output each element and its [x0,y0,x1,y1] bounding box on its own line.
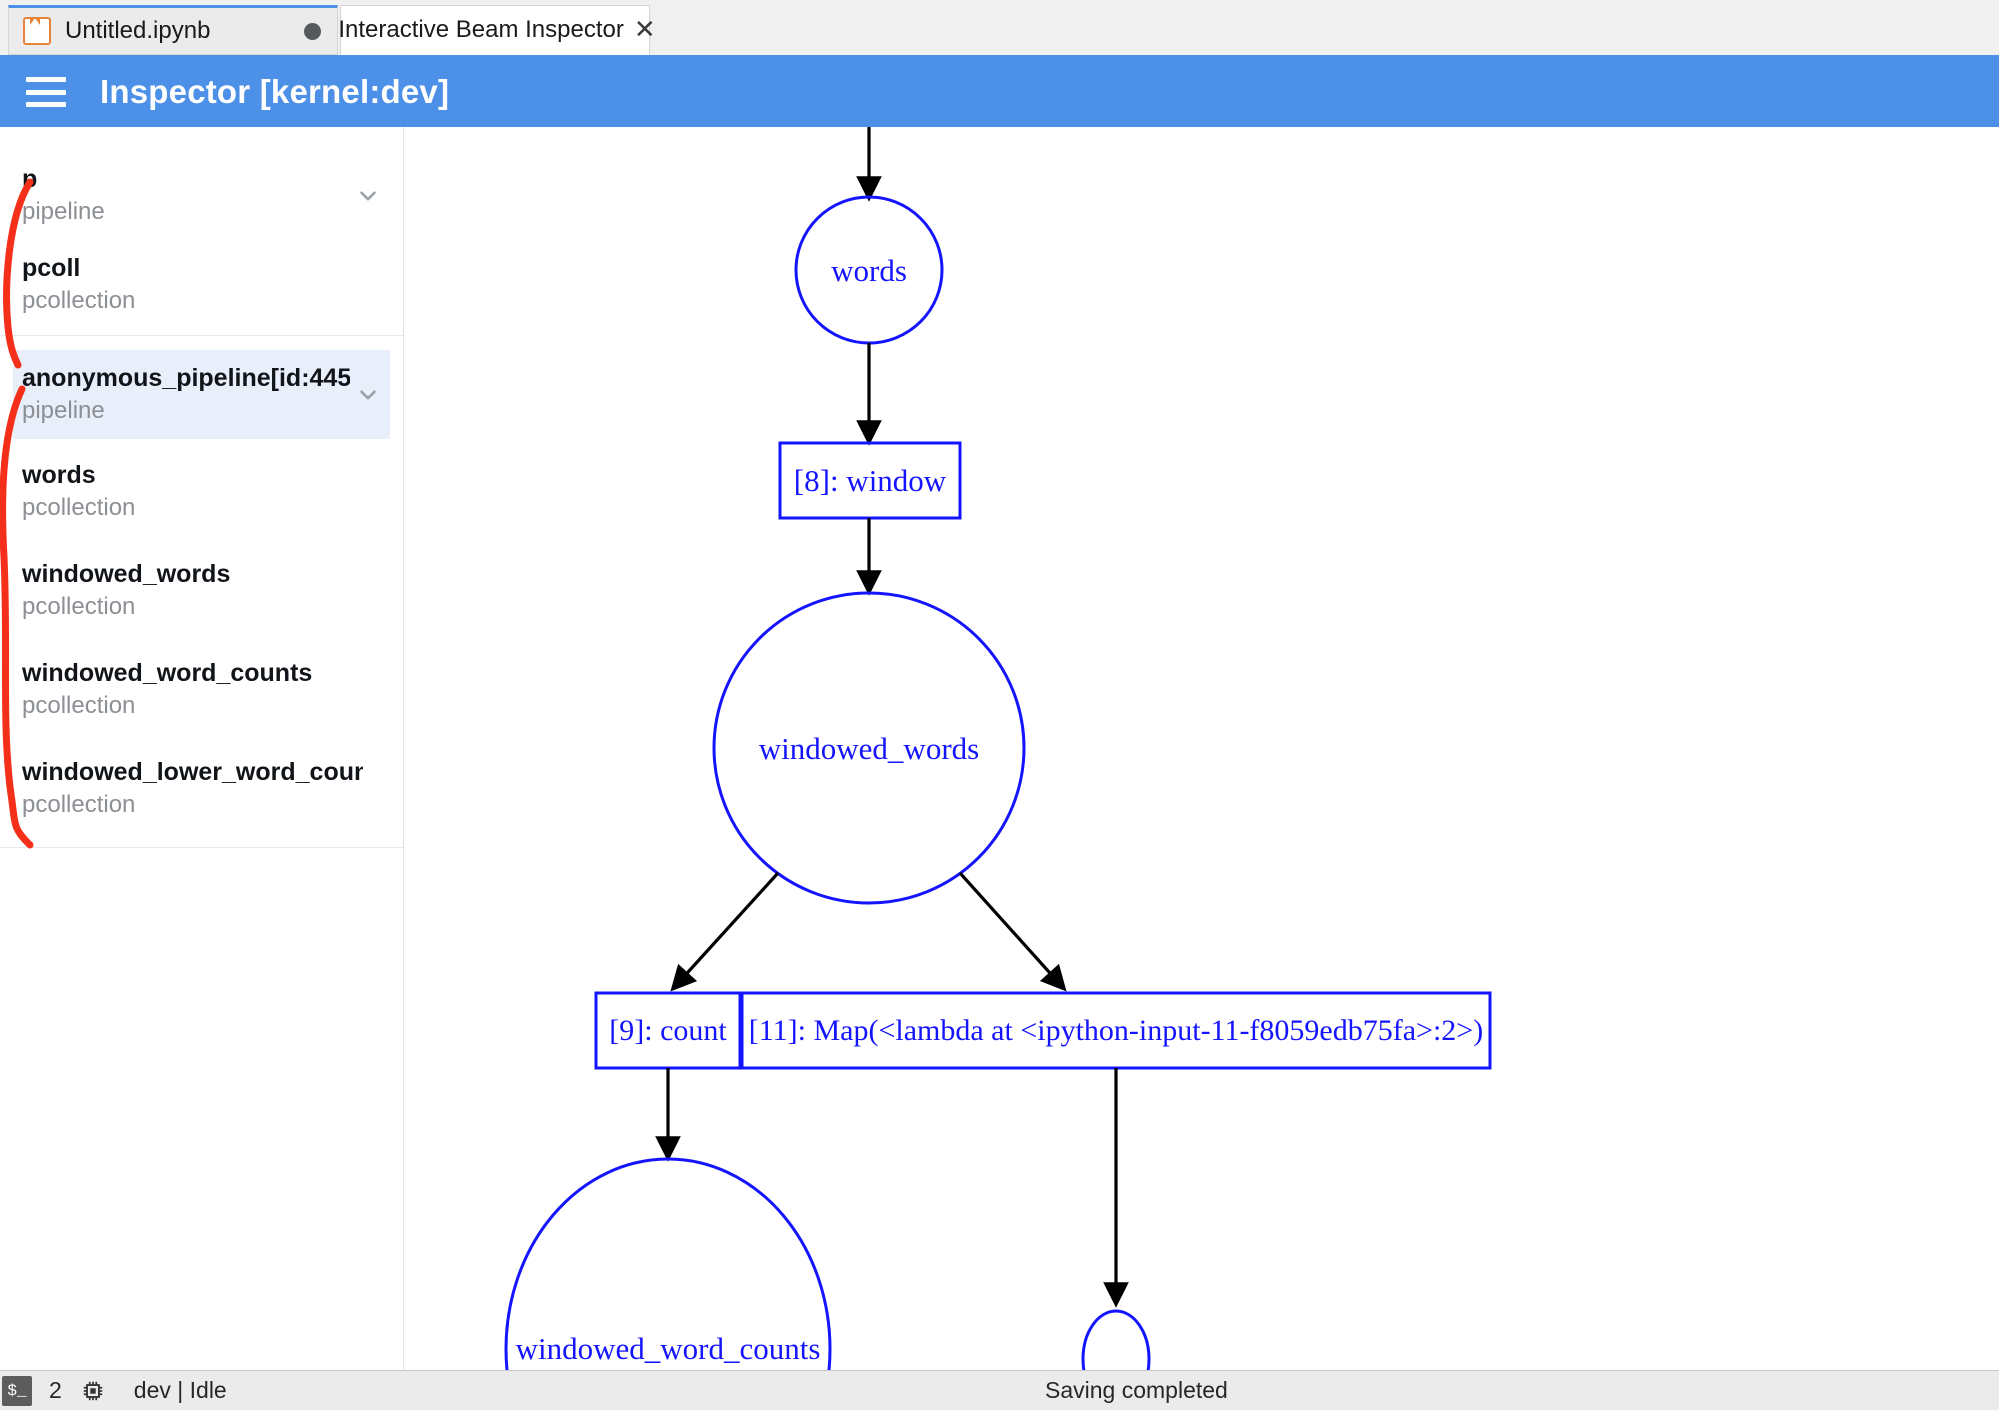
pipeline-graph-canvas[interactable]: words [8]: window windowed_words [9]: co… [405,127,1999,1370]
chevron-down-icon[interactable] [355,183,381,209]
terminal-icon[interactable]: $_ [2,1375,32,1406]
item-label: p [22,165,38,193]
sidebar-item-windowed-words[interactable]: windowed_words pcollection [0,536,403,635]
inspector-header: Inspector [kernel:dev] [0,57,1999,127]
node-windowed-word-counts [504,1157,832,1370]
chip-icon[interactable] [80,1378,106,1404]
node-words-label: words [831,253,907,288]
tab-interactive-beam-inspector[interactable]: Interactive Beam Inspector ✕ [338,5,656,55]
close-icon[interactable]: ✕ [633,15,656,45]
hamburger-icon[interactable] [26,77,66,107]
node-windowed-words-label: windowed_words [759,731,979,766]
terminal-count[interactable]: 2 [49,1377,62,1403]
item-kind: pcollection [22,692,136,719]
item-label: words [22,461,96,489]
notebook-icon [23,17,51,45]
sidebar-group-divider [0,847,403,858]
item-label: anonymous_pipeline[id:44516… [22,364,350,392]
sidebar-item-anonymous-pipeline[interactable]: anonymous_pipeline[id:44516… pipeline [13,350,390,439]
edge-windowed-words-map [958,871,1067,992]
sidebar-item-windowed-word-counts[interactable]: windowed_word_counts pcollection [0,635,403,734]
item-label: windowed_lower_word_counts [22,758,363,786]
sidebar-item-pcoll[interactable]: pcoll pcollection [0,240,403,335]
inspectable-group: anonymous_pipeline[id:44516… pipeline wo… [0,335,403,847]
node-windowed-word-counts-label: windowed_word_counts [516,1331,821,1366]
tab-bar-accent-line [0,55,1999,57]
item-kind: pcollection [22,791,136,818]
node-lower-word-counts [1081,1309,1151,1370]
status-bar: $_ 2 dev | Idle Saving completed [0,1370,1999,1410]
node-window-label: [8]: window [794,463,947,498]
item-kind: pcollection [22,287,136,314]
node-windowed-words [712,591,1026,905]
workspace: p pipeline pcoll pcollection anonymous_p… [0,127,1999,1370]
item-kind: pcollection [22,494,136,521]
tab-label: Untitled.ipynb [65,17,211,44]
item-label: windowed_words [22,560,231,588]
item-kind: pipeline [22,397,105,424]
save-status: Saving completed [1045,1377,1228,1403]
sidebar-item-windowed-lower-word-counts[interactable]: windowed_lower_word_counts pcollection [0,734,403,833]
pipeline-dag: words [8]: window windowed_words [9]: co… [504,127,1492,1370]
inspectable-group: p pipeline pcoll pcollection [0,127,403,335]
edge-windowed-words-count [670,871,780,992]
item-label: windowed_word_counts [22,659,313,687]
tab-untitled-ipynb[interactable]: Untitled.ipynb [8,5,338,55]
kernel-status[interactable]: dev | Idle [133,1377,227,1403]
item-kind: pcollection [22,593,136,620]
node-map-label: [11]: Map(<lambda at <ipython-input-11-f… [749,1014,1483,1047]
page-title: Inspector [kernel:dev] [100,73,450,110]
inspectables-sidebar[interactable]: p pipeline pcoll pcollection anonymous_p… [0,127,404,1370]
sidebar-item-p[interactable]: p pipeline [0,151,403,240]
item-kind: pipeline [22,198,105,225]
chevron-down-icon[interactable] [355,382,381,408]
node-count-label: [9]: count [609,1014,727,1047]
item-label: pcoll [22,254,81,282]
tab-label: Interactive Beam Inspector [338,16,624,43]
tab-bar: Untitled.ipynb Interactive Beam Inspecto… [0,0,1999,57]
sidebar-item-words[interactable]: words pcollection [0,439,403,536]
unsaved-indicator-icon[interactable] [304,22,321,40]
